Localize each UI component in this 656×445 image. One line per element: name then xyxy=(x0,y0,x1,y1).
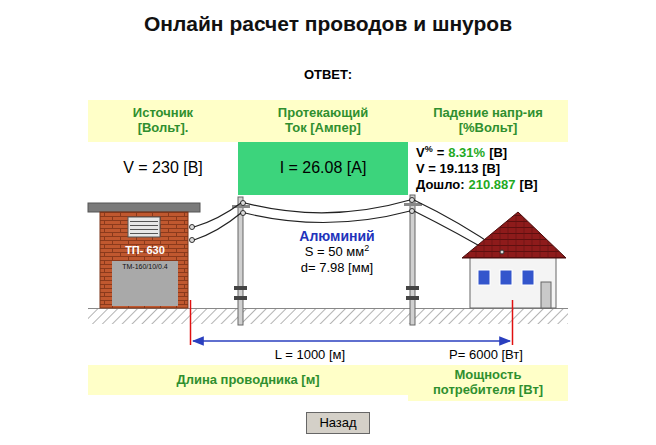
wire-section: S = 50 мм xyxy=(305,245,364,260)
label-line: ОТВЕТ: xyxy=(304,68,352,83)
footer-cell: Длина проводника [м] xyxy=(88,365,408,395)
consumer-house xyxy=(462,212,566,308)
substation-door: ТП- 630ТМ-160/10/0.4 xyxy=(112,243,178,306)
back-button: Назад xyxy=(306,412,370,434)
node-text: I = 26.08 [A] xyxy=(280,159,367,177)
power-poles xyxy=(232,195,422,325)
node-text: Мощность потребителя [Вт] xyxy=(418,368,558,398)
current-result-box: I = 26.08 [A] xyxy=(238,142,408,195)
node-text: Падение напр-ия [%Вольт] xyxy=(426,106,551,136)
unit-text: [В] xyxy=(520,178,538,193)
drop-superscript: % xyxy=(425,144,433,154)
length-value: L = 1000 [м] xyxy=(275,348,345,363)
label-line: V = 230 [В] xyxy=(123,159,203,177)
label-line: P= 6000 [Вт] xyxy=(449,348,523,363)
label-line: d= 7.98 [мм] xyxy=(301,261,373,276)
wire-diameter: d= 7.98 [мм] xyxy=(301,261,373,276)
arrived-label: Дошло: xyxy=(416,178,465,193)
node-text: Назад xyxy=(319,416,356,431)
page-title: Онлайн расчет проводов и шнуров xyxy=(0,12,656,36)
label-line: Алюминий xyxy=(299,228,374,244)
node-text: ТП- 630 xyxy=(125,244,165,257)
drop-symbol: V xyxy=(416,146,425,161)
drop-volts: V = 19.113 [В] xyxy=(416,162,500,177)
wire-material: Алюминий xyxy=(299,228,374,244)
ground-hatch xyxy=(88,308,568,324)
length-dimension xyxy=(191,300,513,345)
header-cell: Источник [Вольт]. xyxy=(88,100,238,142)
label-line: L = 1000 [м] xyxy=(275,348,345,363)
node-text: Источник [Вольт]. xyxy=(113,106,213,136)
equals-sign: = xyxy=(437,146,445,161)
node-text: Длина проводника [м] xyxy=(176,373,319,388)
substation-building xyxy=(88,203,200,308)
header-cell: Протекающий Ток [Ампер] xyxy=(238,100,408,142)
drop-percent: 8.31% xyxy=(448,146,485,161)
arrived-volts: 210.887 xyxy=(469,178,516,193)
label-line: V = 19.113 [В] xyxy=(416,162,500,177)
label-line: S = 50 мм2 xyxy=(305,245,369,260)
node-text: ТМ-160/10/0.4 xyxy=(122,263,168,271)
label-line: V% =8.31% [В] xyxy=(416,146,507,161)
footer-cell: Мощность потребителя [Вт] xyxy=(408,365,568,401)
unit-text: [В] xyxy=(489,146,507,161)
power-value: P= 6000 [Вт] xyxy=(449,348,523,363)
section-superscript: 2 xyxy=(364,243,369,253)
node-text: Протекающий Ток [Ампер] xyxy=(268,106,378,136)
label-line: Дошло: 210.887 [В] xyxy=(416,178,538,193)
source-voltage: V = 230 [В] xyxy=(123,159,203,177)
header-cell: Падение напр-ия [%Вольт] xyxy=(408,100,568,142)
answer-heading: ОТВЕТ: xyxy=(304,68,352,83)
